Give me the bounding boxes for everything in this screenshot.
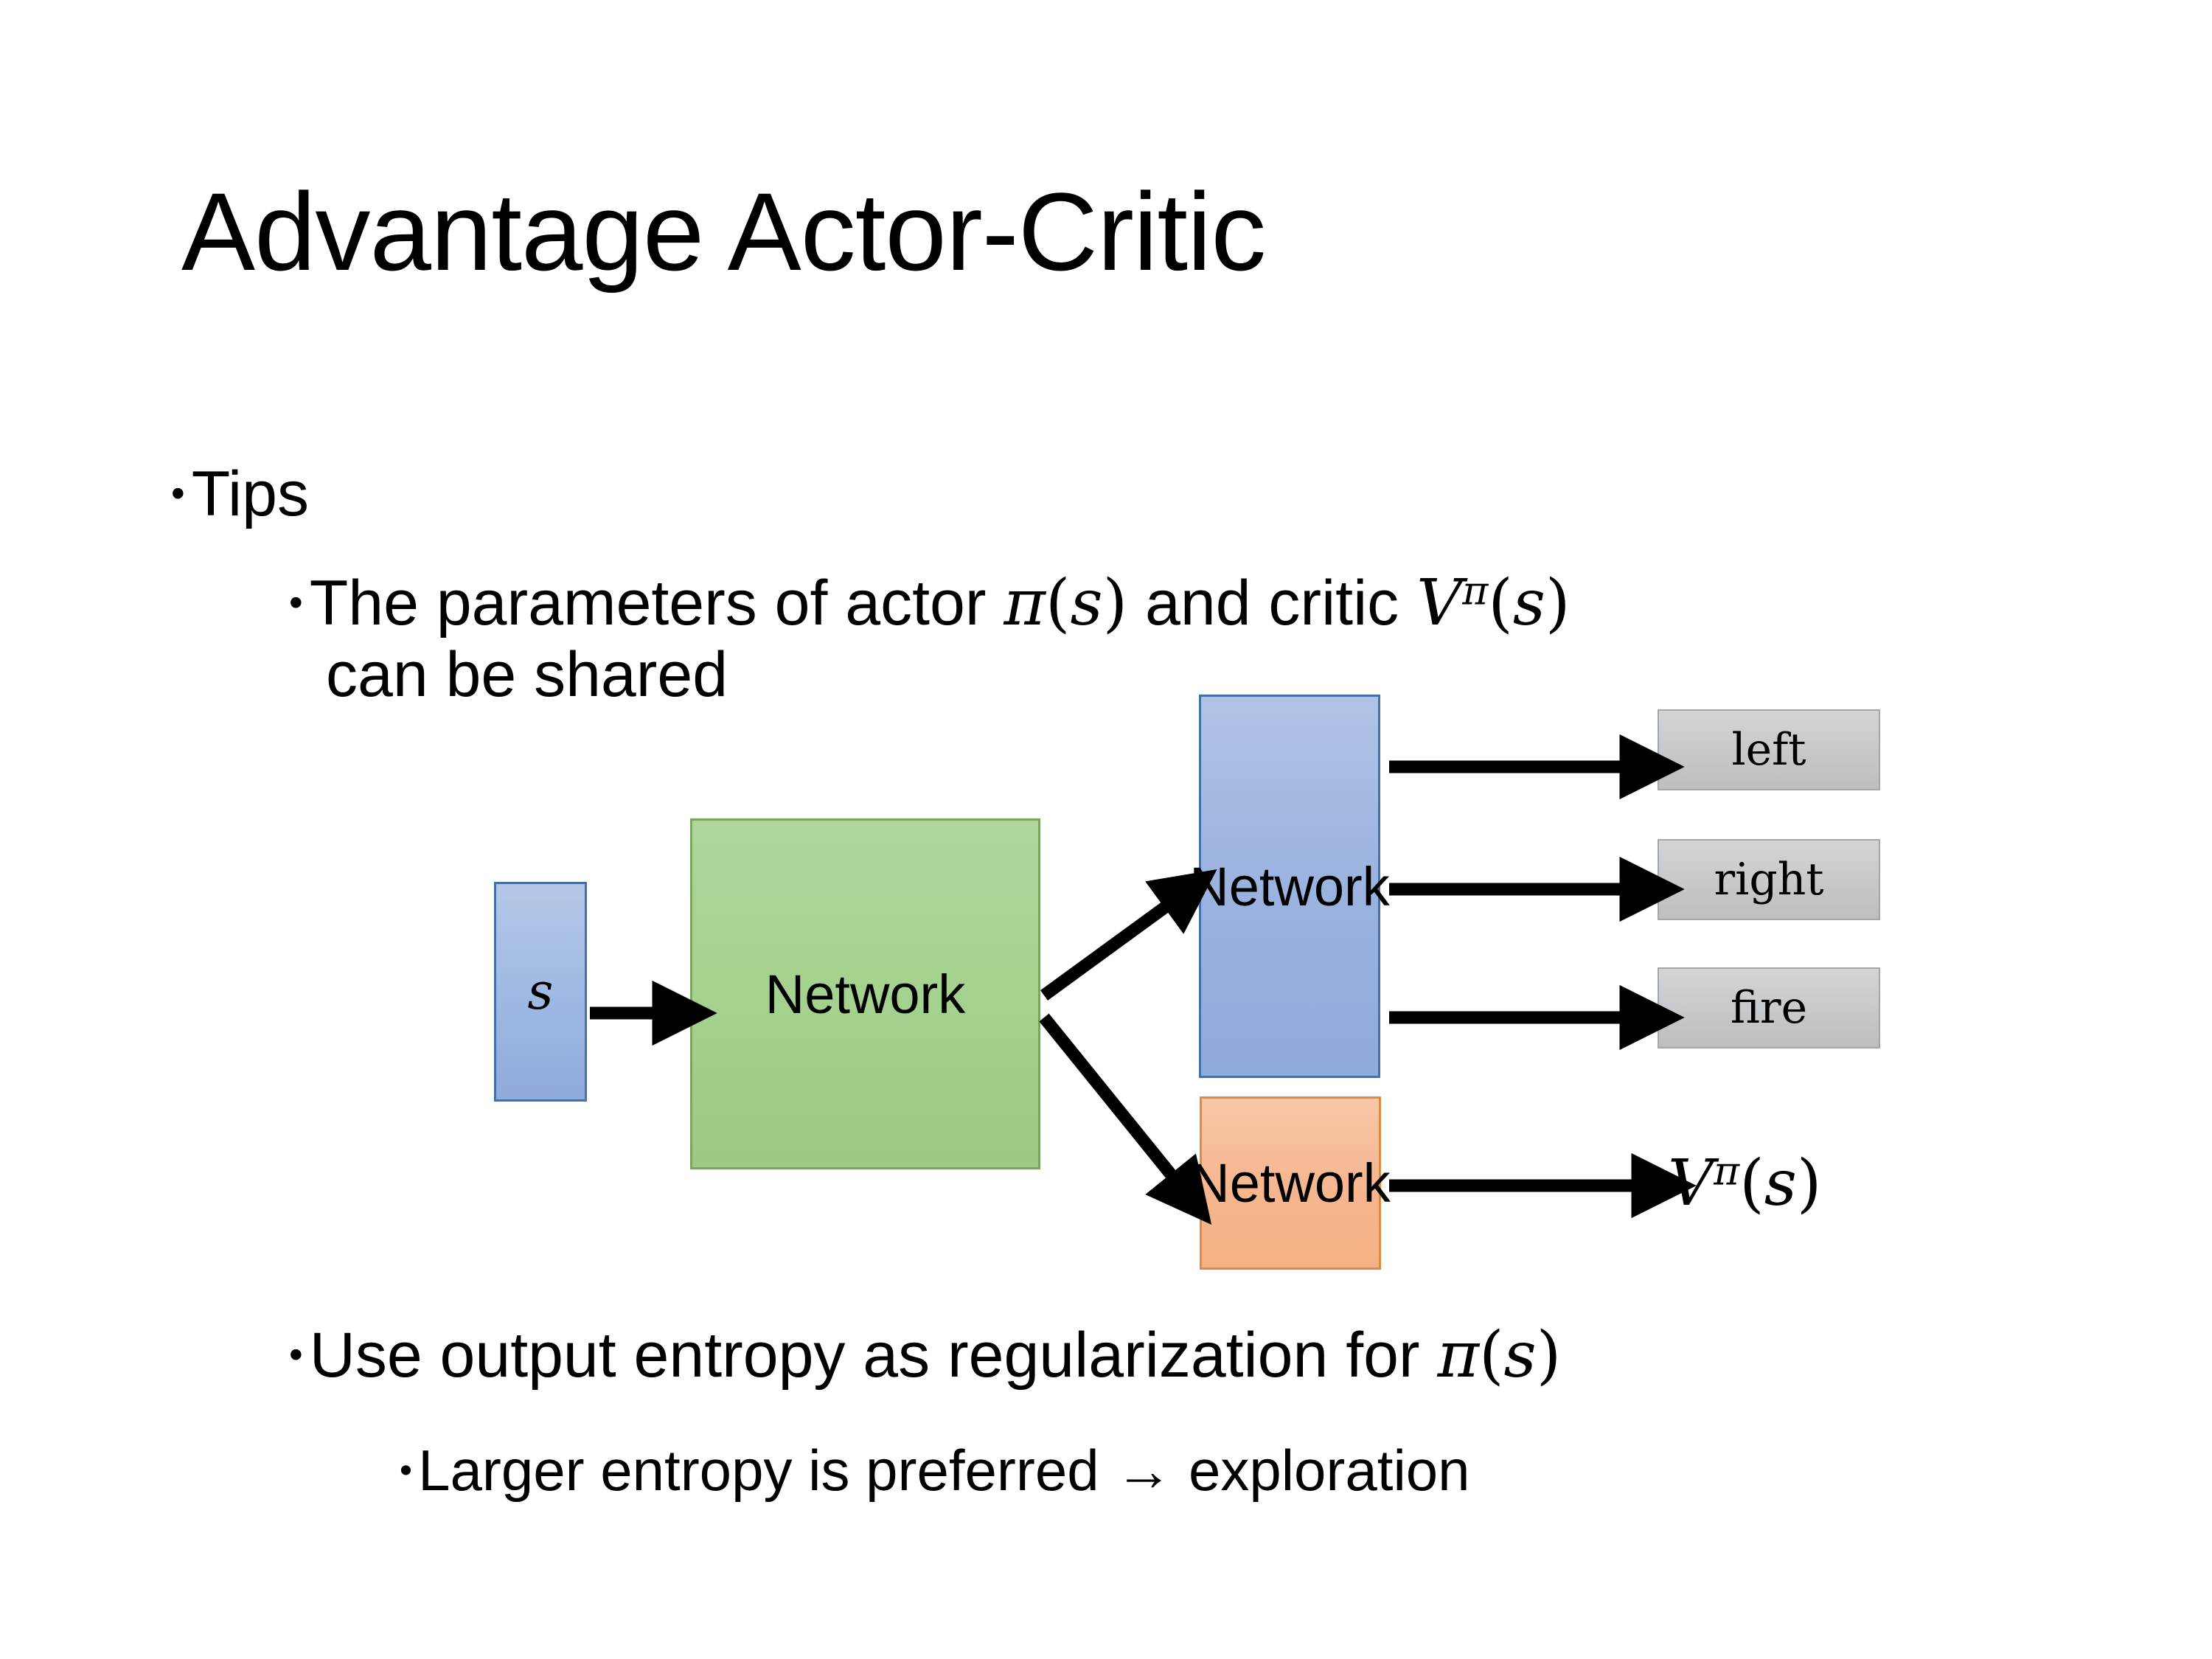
arrow-shared-to-actor (1040, 869, 1217, 1001)
diagram-shared-network-box: Network (690, 818, 1040, 1169)
math-pi-superscript: π (1714, 1148, 1740, 1194)
bullet-tips-label: Tips (191, 459, 309, 529)
math-close-paren: ) (1796, 1147, 1822, 1220)
diagram-input-box-s: s (494, 882, 587, 1102)
bullet-entropy-regularization: •Use output entropy as regularization fo… (289, 1318, 1562, 1392)
math-pi: π (1437, 1318, 1479, 1392)
bullet-larger-entropy: •Larger entropy is preferred → explorati… (400, 1438, 1470, 1503)
actor-network-label: Network (1189, 855, 1390, 917)
action-output-label: fire (1730, 982, 1808, 1034)
math-open-paren: ( (1045, 566, 1071, 640)
arrow-shared-to-critic (1039, 1013, 1212, 1225)
math-close-paren: ) (1102, 566, 1128, 640)
diagram-action-output-left: left (1658, 709, 1880, 790)
larger-entropy-label: Larger entropy is preferred → exploratio… (418, 1438, 1470, 1503)
bullet-shared-parameters: •The parameters of actor π(s) and critic… (289, 566, 2059, 711)
bullet-shared-line2: can be shared (326, 639, 728, 711)
entropy-text: Use output entropy as regularization for (309, 1320, 1438, 1391)
bullet-dot-icon: • (400, 1450, 412, 1491)
math-pi: π (1004, 566, 1046, 640)
diagram-action-output-fire: fire (1658, 967, 1880, 1048)
math-open-paren: ( (1488, 566, 1513, 640)
diagram-critic-output-value: Vπ(s) (1668, 1147, 1821, 1220)
action-output-label: right (1714, 854, 1824, 905)
diagram-action-output-right: right (1658, 839, 1880, 920)
input-box-label: s (527, 962, 554, 1021)
critic-network-label: Network (1190, 1152, 1391, 1214)
bullet-shared-line1: •The parameters of actor π(s) and critic… (289, 566, 2059, 640)
math-close-paren: ) (1536, 1318, 1562, 1392)
math-s: s (1503, 1318, 1537, 1392)
bullet-dot-icon: • (289, 1333, 303, 1377)
bullet-dot-icon: • (289, 581, 303, 625)
math-pi-superscript: π (1462, 568, 1489, 614)
math-s: s (1764, 1147, 1797, 1220)
shared-text-mid: and critic (1127, 568, 1417, 639)
math-s: s (1512, 566, 1545, 640)
shared-network-label: Network (765, 963, 966, 1025)
math-open-paren: ( (1478, 1318, 1504, 1392)
math-close-paren: ) (1545, 566, 1571, 640)
page-title: Advantage Actor-Critic (181, 170, 1266, 293)
bullet-dot-icon: • (171, 472, 185, 516)
action-output-label: left (1731, 724, 1806, 776)
math-s: s (1070, 566, 1103, 640)
diagram-critic-network-box: Network (1190, 1096, 1391, 1270)
math-open-paren: ( (1739, 1147, 1764, 1220)
bullet-tips: •Tips (171, 459, 309, 529)
shared-text-pre: The parameters of actor (309, 568, 1004, 639)
diagram-actor-network-box: Network (1189, 695, 1390, 1078)
math-V: V (1668, 1147, 1714, 1220)
math-V: V (1416, 566, 1463, 640)
